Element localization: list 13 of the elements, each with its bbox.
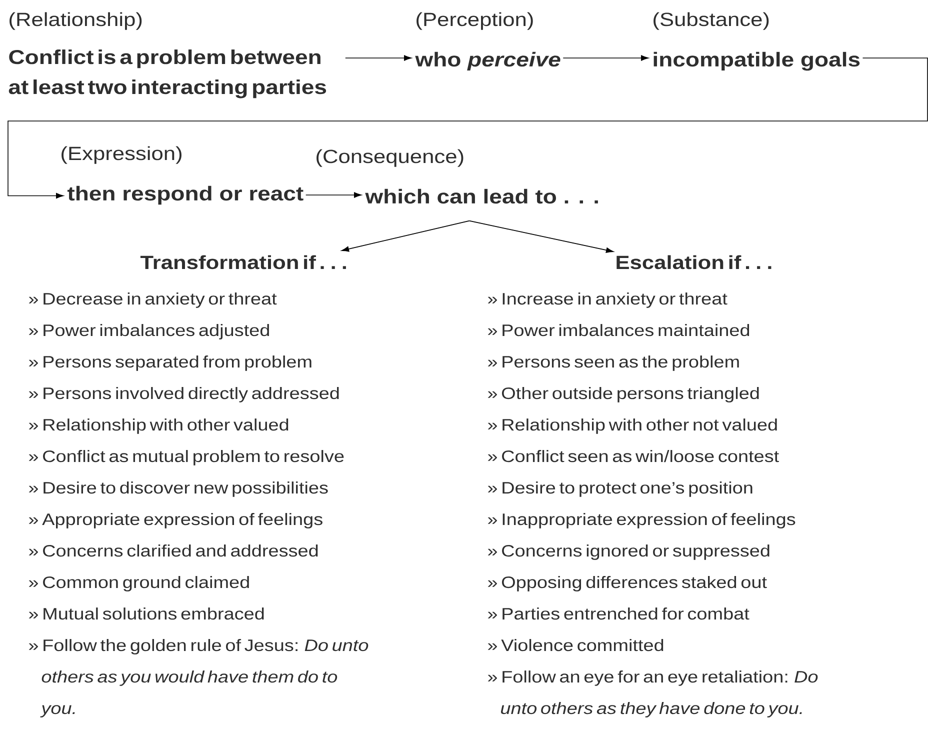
arrow xyxy=(468,220,614,253)
connector-line xyxy=(8,58,928,198)
arrow xyxy=(562,55,649,61)
arrow xyxy=(305,192,362,198)
condition-list: Escalation if . . . » Increase in anxiety or threat » Power imbalances maintained » Persons seen as the problem » Other outside persons triangled » Relationship with other not valued » Conflict seen as win/loose contest » Desire to protect one’s position » Inappropriate expression of feelings » Concerns ignored or suppressed » Opposing differences staked out » Parties entrenched for combat » Violence committed » Follow an eye for an eye retaliation: Do unto others as they have done to you. xyxy=(488,255,818,718)
condition-list: Transformation if . . . » Decrease in anxiety or threat » Power imbalances adjusted » Persons separated from problem » Persons involved directly addressed » Relationship with other valued » Conflict as mutual problem to resolve » Desire to discover new possibilities » Appropriate expression of feelings » Concerns clarified and addressed » Common ground claimed » Mutual solutions embraced » Follow the golden rule of Jesus: Do unto others as you would have them do to you. xyxy=(28,255,368,718)
step-text: (Expression) then respond or react xyxy=(62,146,304,205)
arrow xyxy=(341,220,470,252)
step-text: (Perception) who perceive xyxy=(415,12,560,71)
step-text: (Substance) incompatible goals xyxy=(654,12,860,71)
step-text: (Consequence) which can lead to . . . xyxy=(316,149,598,204)
step-text: (Relationship) Conflict is a problem between at least two interacting parties xyxy=(8,12,326,98)
arrow xyxy=(345,55,412,61)
